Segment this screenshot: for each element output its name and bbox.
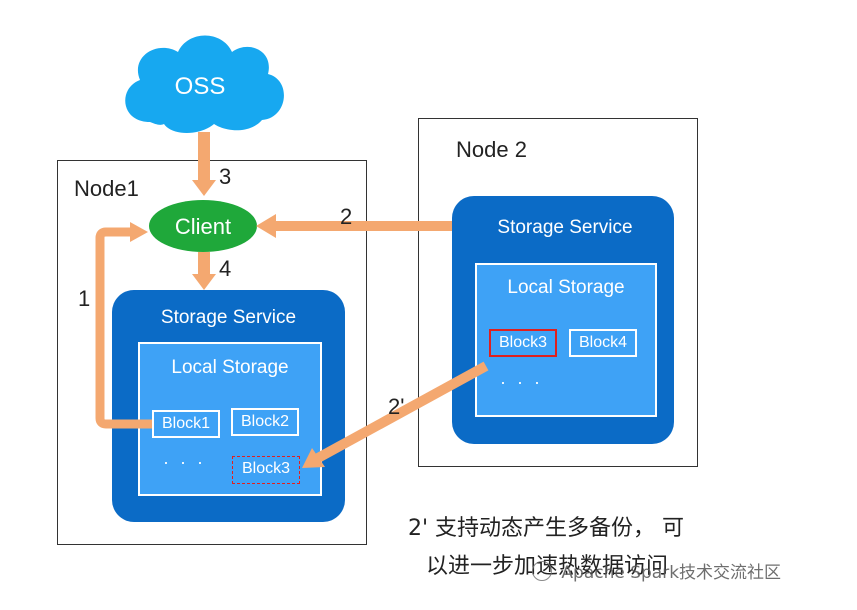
node2-dots: · · · — [500, 372, 543, 392]
node2-local-storage-title: Local Storage — [507, 277, 625, 298]
node1-block2: Block2 — [231, 408, 299, 436]
client-label: Client — [175, 214, 231, 239]
watermark: Apache Spark技术交流社区 — [532, 558, 781, 583]
arrow-node2-to-node1-replica — [302, 361, 489, 468]
arrow-label-4: 4 — [219, 256, 231, 281]
oss-label: OSS — [175, 73, 226, 100]
node1-label: Node1 — [74, 176, 139, 201]
node2-local-storage — [475, 263, 657, 417]
node2-storage-service-title: Storage Service — [497, 217, 633, 238]
node1-dots: · · · — [163, 452, 206, 472]
arrow-client-to-service — [192, 252, 216, 290]
oss-cloud: OSS — [125, 35, 284, 133]
node1-block1: Block1 — [152, 410, 220, 438]
arrow-label-2-prime: 2' — [388, 394, 404, 419]
arrow-node2-to-client — [256, 214, 452, 238]
arrow-oss-to-client — [192, 132, 216, 196]
node2-block3: Block3 — [489, 329, 557, 357]
node2-block4: Block4 — [569, 329, 637, 357]
arrow-label-1: 1 — [78, 286, 90, 311]
arrow-label-2: 2 — [340, 204, 352, 229]
arrow-label-3: 3 — [219, 164, 231, 189]
node1-block3-replica: Block3 — [232, 456, 300, 484]
arrow-block1-to-client — [95, 222, 152, 429]
node2-label: Node 2 — [456, 137, 527, 162]
node1-local-storage-title: Local Storage — [171, 357, 289, 378]
node1-storage-service-title: Storage Service — [160, 307, 297, 328]
client-node: Client — [149, 200, 257, 252]
wechat-icon — [532, 560, 552, 581]
caption-line1: 2' 支持动态产生多备份， 可 — [408, 516, 685, 541]
node1-local-storage — [138, 342, 322, 496]
watermark-text: Apache Spark技术交流社区 — [561, 563, 782, 583]
